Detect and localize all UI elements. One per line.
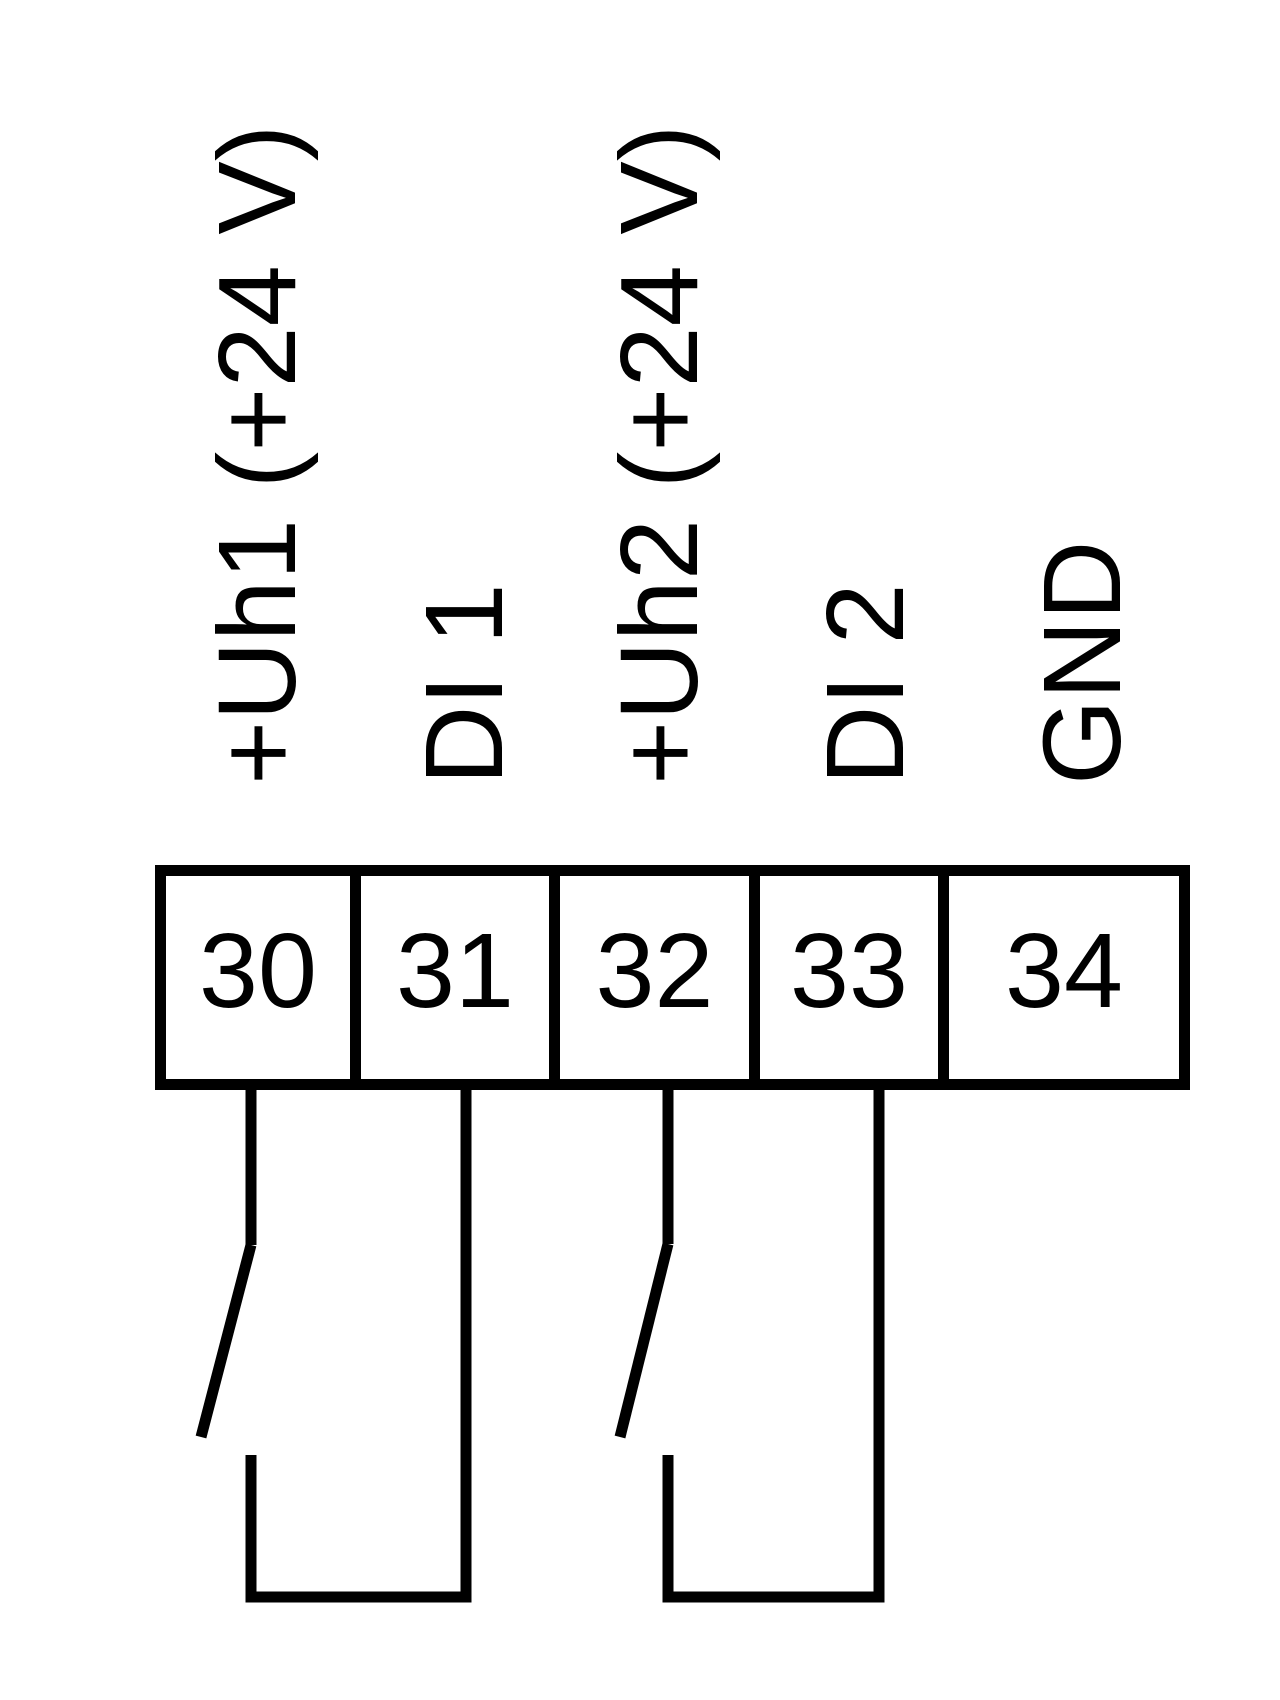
pin-label-uh2: +Uh2 (+24 V)	[598, 124, 721, 785]
pin-label-di1: DI 1	[403, 583, 526, 785]
terminal-number: 33	[790, 911, 908, 1030]
pin-label-di2: DI 2	[804, 583, 927, 785]
switch2-blade	[614, 1242, 674, 1439]
terminal-cell-33: 33	[749, 876, 938, 1079]
pin-label-gnd: GND	[1021, 540, 1144, 785]
terminal-number: 31	[396, 911, 514, 1030]
switch1-blade	[195, 1243, 257, 1439]
switch1-return-wire	[245, 1084, 472, 1603]
terminal-strip: 30 31 32 33 34	[155, 865, 1190, 1090]
terminal-cell-30: 30	[166, 876, 350, 1079]
terminal-cell-32: 32	[549, 876, 749, 1079]
switch2-return-wire	[662, 1084, 885, 1603]
terminal-number: 30	[199, 911, 317, 1030]
terminal-cell-31: 31	[350, 876, 549, 1079]
terminal-number: 32	[595, 911, 714, 1030]
pin-label-uh1: +Uh1 (+24 V)	[196, 124, 319, 785]
terminal-number: 34	[1005, 911, 1123, 1030]
terminal-cell-34: 34	[938, 876, 1179, 1079]
